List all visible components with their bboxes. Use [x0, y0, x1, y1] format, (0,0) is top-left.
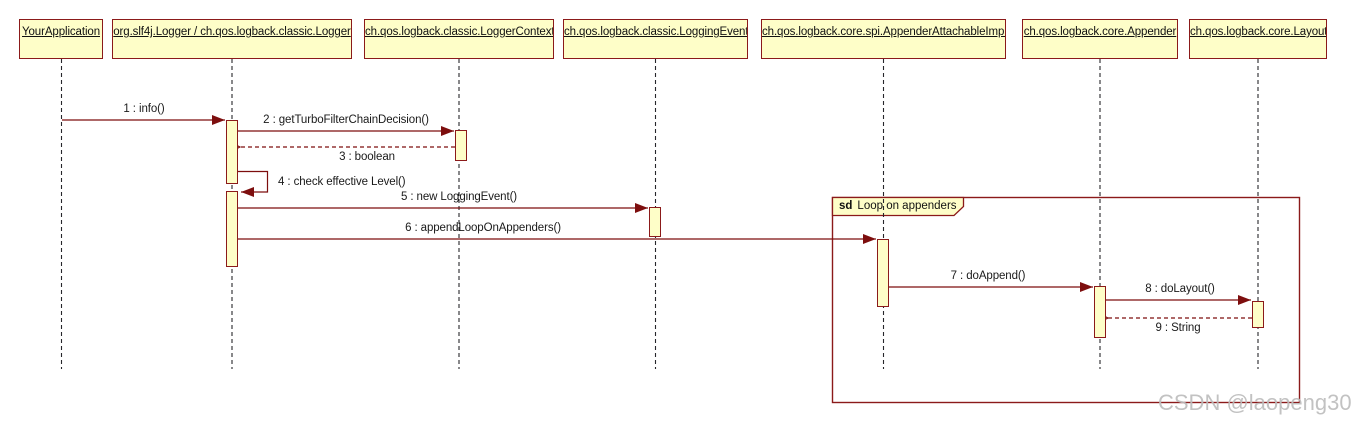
- message-label-1: 1 : info(): [123, 103, 165, 115]
- sd-frame-label-pentagon: [831, 196, 965, 217]
- watermark: CSDN @laopeng301: [1158, 390, 1351, 415]
- actor-appender: ch.qos.logback.core.Appender: [1022, 19, 1178, 59]
- sd-frame-keyword: sd: [839, 200, 853, 212]
- actor-appenderattachableimpl: ch.qos.logback.core.spi.AppenderAttachab…: [761, 19, 1006, 59]
- message-label-5: 5 : new LoggingEvent(): [400, 191, 518, 203]
- message-label-8: 8 : doLayout(): [1145, 283, 1215, 295]
- message-label-9: 9 : String: [1155, 322, 1201, 334]
- message-arrow-4-self-check-level: [238, 170, 269, 197]
- message-label-4: 4 : check effective Level(): [278, 176, 406, 188]
- actor-yourapplication: YourApplication: [19, 19, 103, 59]
- actor-loggercontext: ch.qos.logback.classic.LoggerContext: [364, 19, 554, 59]
- sd-frame: [831, 196, 1301, 404]
- message-label-6: 6 : appendLoopOnAppenders(): [405, 222, 561, 234]
- actor-loggingevent: ch.qos.logback.classic.LoggingEvent: [563, 19, 748, 59]
- message-label-3: 3 : boolean: [339, 151, 395, 163]
- activation-bar-loggercontext: [455, 130, 467, 161]
- activation-bar-loggingevent: [649, 207, 661, 237]
- activation-bar-logger-2: [226, 191, 238, 267]
- sd-frame-title: Loop on appenders: [857, 200, 957, 212]
- message-label-7: 7 : doAppend(): [950, 270, 1026, 282]
- activation-bar-layout: [1252, 301, 1264, 328]
- actor-logger: org.slf4j.Logger / ch.qos.logback.classi…: [112, 19, 352, 59]
- activation-bar-logger-1: [226, 120, 238, 184]
- sd-frame-label: sd Loop on appenders: [839, 200, 957, 212]
- message-label-2: 2 : getTurboFilterChainDecision(): [263, 114, 429, 126]
- actor-layout: ch.qos.logback.core.Layout: [1189, 19, 1327, 59]
- activation-bar-appender: [1094, 286, 1106, 338]
- activation-bar-appenderattachableimpl: [877, 239, 889, 307]
